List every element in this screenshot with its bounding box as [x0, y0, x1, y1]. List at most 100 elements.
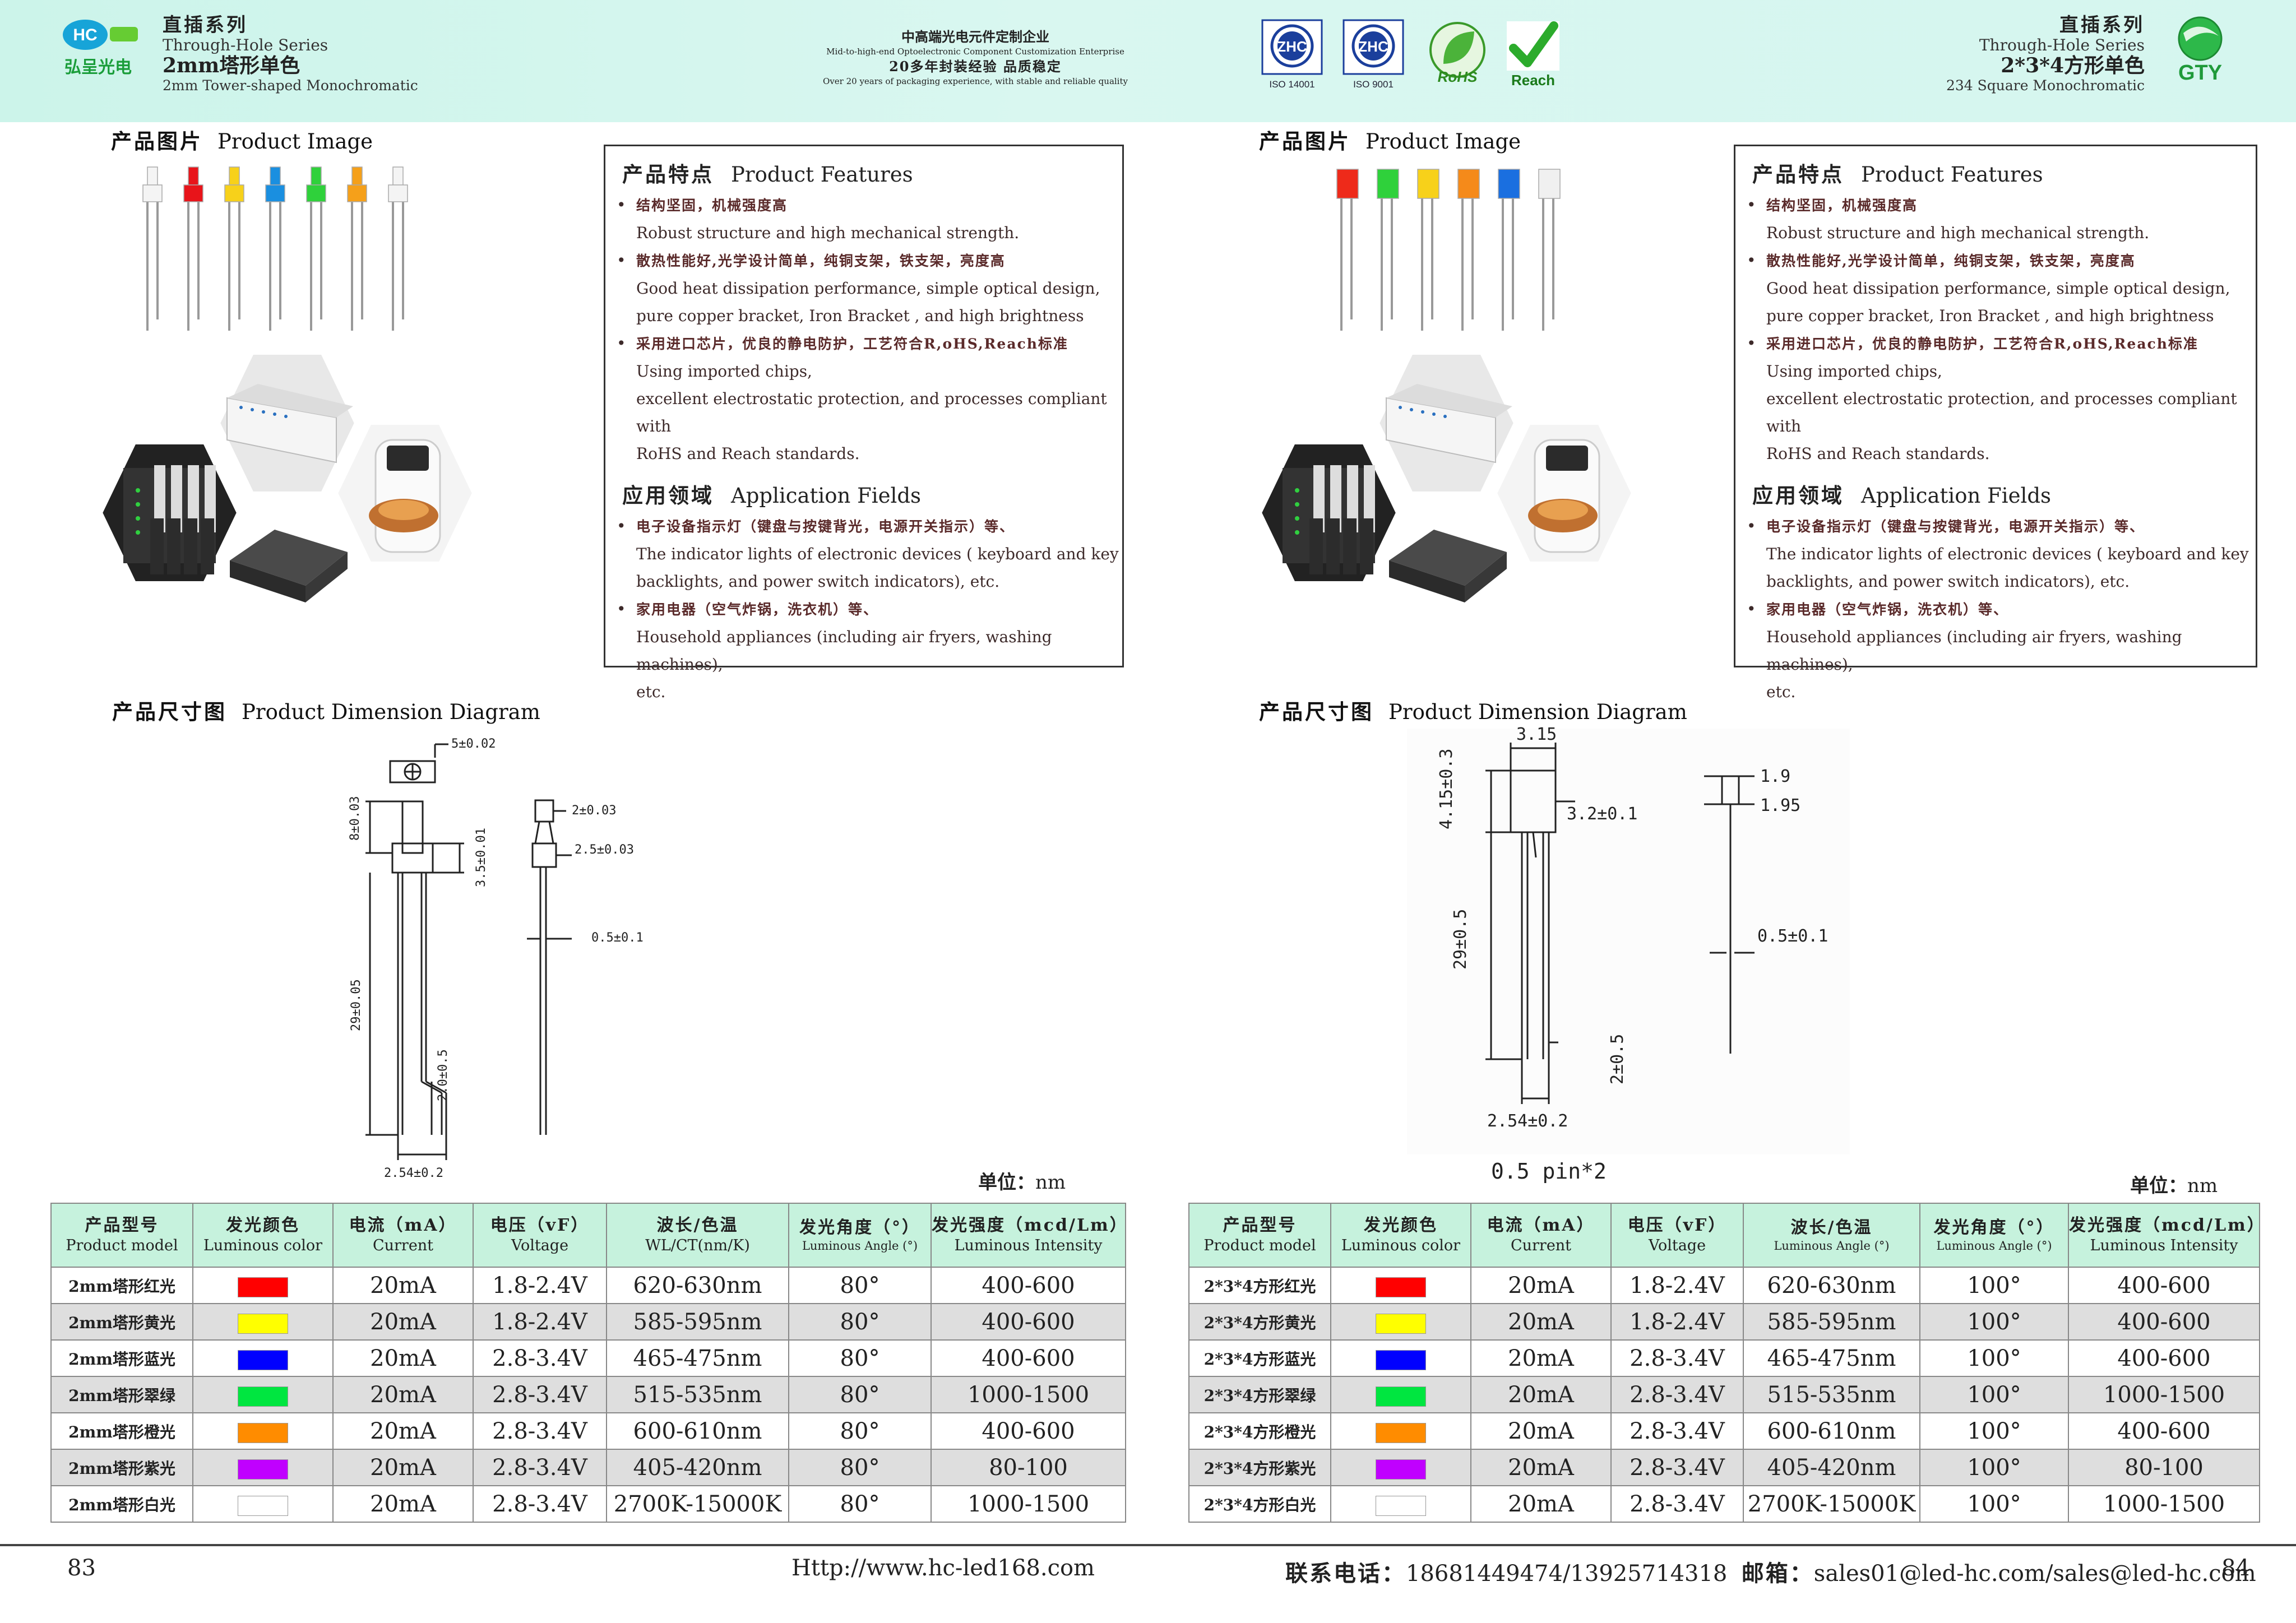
slogan-zh-1: 中高端光电元件定制企业: [901, 29, 1049, 45]
color-swatch: [1376, 1313, 1426, 1334]
cell-current: 20mA: [332, 1267, 474, 1304]
slogan-zh-2: 20多年封装经验 品质稳定: [889, 58, 1062, 75]
cell-model: 2mm塔形橙光: [50, 1412, 193, 1450]
column-header: 电压（vF）Voltage: [473, 1203, 607, 1268]
cell-voltage: 2.8-3.4V: [473, 1412, 607, 1450]
left-led-photo: [142, 166, 408, 331]
column-header: 电流（mA）Current: [1470, 1203, 1612, 1268]
cell-angle: 100°: [1919, 1485, 2069, 1523]
led-component: [183, 166, 203, 331]
cell-model: 2mm塔形紫光: [50, 1449, 193, 1486]
cell-angle: 80°: [788, 1485, 932, 1523]
color-swatch: [238, 1277, 288, 1297]
dim-tail-label: 2.0±0.5: [436, 1049, 450, 1101]
cell-model: 2mm塔形翠绿: [50, 1376, 193, 1413]
column-header: 电流（mA）Current: [332, 1203, 474, 1268]
cell-intensity: 400-600: [2068, 1412, 2260, 1450]
cell-current: 20mA: [1470, 1376, 1612, 1413]
led-component: [347, 166, 367, 331]
cell-model: 2*3*4方形红光: [1188, 1267, 1331, 1304]
dim-lead-label: 29±0.05: [349, 979, 363, 1031]
color-swatch: [1376, 1495, 1426, 1516]
website-link[interactable]: Http://www.hc-led168.com: [791, 1555, 1095, 1581]
left-application-list: •电子设备指示灯（键盘与按键背光，电源开关指示）等、The indicator …: [617, 512, 1122, 706]
application-item: •电子设备指示灯（键盘与按键背光，电源开关指示）等、The indicator …: [1747, 517, 2249, 591]
application-item: •家用电器（空气炸锅，洗衣机）等、Household appliances (i…: [1747, 600, 2182, 701]
slogan-en-1: Mid-to-high-end Optoelectronic Component…: [826, 47, 1124, 57]
gty-logo-text: GTY: [2178, 61, 2222, 85]
cell-intensity: 80-100: [2068, 1449, 2260, 1486]
color-swatch-cell: [192, 1412, 334, 1450]
cell-voltage: 2.8-3.4V: [1610, 1376, 1744, 1413]
left-product-image-en: Product Image: [217, 129, 373, 154]
cell-voltage: 2.8-3.4V: [1610, 1339, 1744, 1377]
cell-voltage: 1.8-2.4V: [1610, 1303, 1744, 1341]
left-product-zh: 2mm塔形单色: [163, 54, 300, 78]
hc-logo-badge: HC: [73, 26, 97, 44]
cell-wl: 585-595nm: [1743, 1303, 1920, 1341]
cell-intensity: 1000-1500: [2068, 1485, 2260, 1523]
cell-angle: 100°: [1919, 1303, 2069, 1341]
cell-model: 2*3*4方形白光: [1188, 1485, 1331, 1523]
left-application-collage: [99, 351, 476, 635]
color-swatch: [238, 1386, 288, 1407]
left-series-zh: 直插系列: [163, 14, 248, 36]
hex-box-image: [216, 491, 358, 635]
phone-number[interactable]: 18681449474/13925714318: [1406, 1561, 1728, 1587]
iso9001-icon: ZHC: [1343, 19, 1404, 75]
cell-current: 20mA: [332, 1339, 474, 1377]
right-page-number: 84: [2221, 1555, 2250, 1581]
color-swatch: [1376, 1459, 1426, 1480]
iso9001-badge: ZHC ISO 9001: [1343, 19, 1404, 90]
right-series-en: Through-Hole Series: [1979, 36, 2145, 55]
led-component: [1538, 169, 1561, 331]
right-application-list: •电子设备指示灯（键盘与按键背光，电源开关指示）等、The indicator …: [1747, 512, 2256, 706]
cell-intensity: 80-100: [931, 1449, 1126, 1486]
gty-logo: GTY: [2178, 16, 2223, 85]
cell-angle: 80°: [788, 1303, 932, 1341]
email-address[interactable]: sales01@led-hc.com/sales@led-hc.com: [1813, 1561, 2256, 1587]
dim-tail-label: 2±0.5: [1608, 1034, 1627, 1084]
color-swatch: [1376, 1277, 1426, 1297]
email-label: 邮箱：: [1741, 1560, 1814, 1587]
color-swatch-cell: [192, 1376, 334, 1413]
cell-angle: 80°: [788, 1339, 932, 1377]
led-component: [1498, 169, 1520, 331]
cell-current: 20mA: [332, 1449, 474, 1486]
phone-label: 联系电话：: [1285, 1560, 1406, 1587]
cell-current: 20mA: [332, 1485, 474, 1523]
iso14001-badge: ZHC ISO 14001: [1261, 19, 1323, 90]
cell-intensity: 400-600: [2068, 1339, 2260, 1377]
cell-intensity: 400-600: [931, 1267, 1126, 1304]
dim-body-label: 8±0.03: [348, 796, 362, 841]
right-product-zh: 2*3*4方形单色: [2001, 54, 2145, 78]
cell-intensity: 1000-1500: [931, 1376, 1126, 1413]
cell-current: 20mA: [1470, 1485, 1612, 1523]
cell-wl: 465-475nm: [606, 1339, 789, 1377]
footer-divider: [0, 1544, 2296, 1546]
cell-model: 2mm塔形白光: [50, 1485, 193, 1523]
color-swatch: [238, 1495, 288, 1516]
cell-current: 20mA: [332, 1412, 474, 1450]
color-swatch-cell: [1330, 1412, 1471, 1450]
cell-intensity: 1000-1500: [2068, 1376, 2260, 1413]
cell-angle: 100°: [1919, 1267, 2069, 1304]
left-product-image-zh: 产品图片: [111, 129, 203, 154]
page-header: HC 弘呈光电 直插系列 Through-Hole Series 2mm塔形单色…: [0, 0, 2296, 122]
iso14001-icon: ZHC: [1261, 19, 1323, 75]
rohs-leaf-icon: RoHS: [1429, 22, 1485, 85]
left-unit-label: 单位：nm: [978, 1171, 1066, 1194]
left-features-en: Product Features: [731, 163, 913, 187]
hex-router-image: [1376, 351, 1517, 495]
